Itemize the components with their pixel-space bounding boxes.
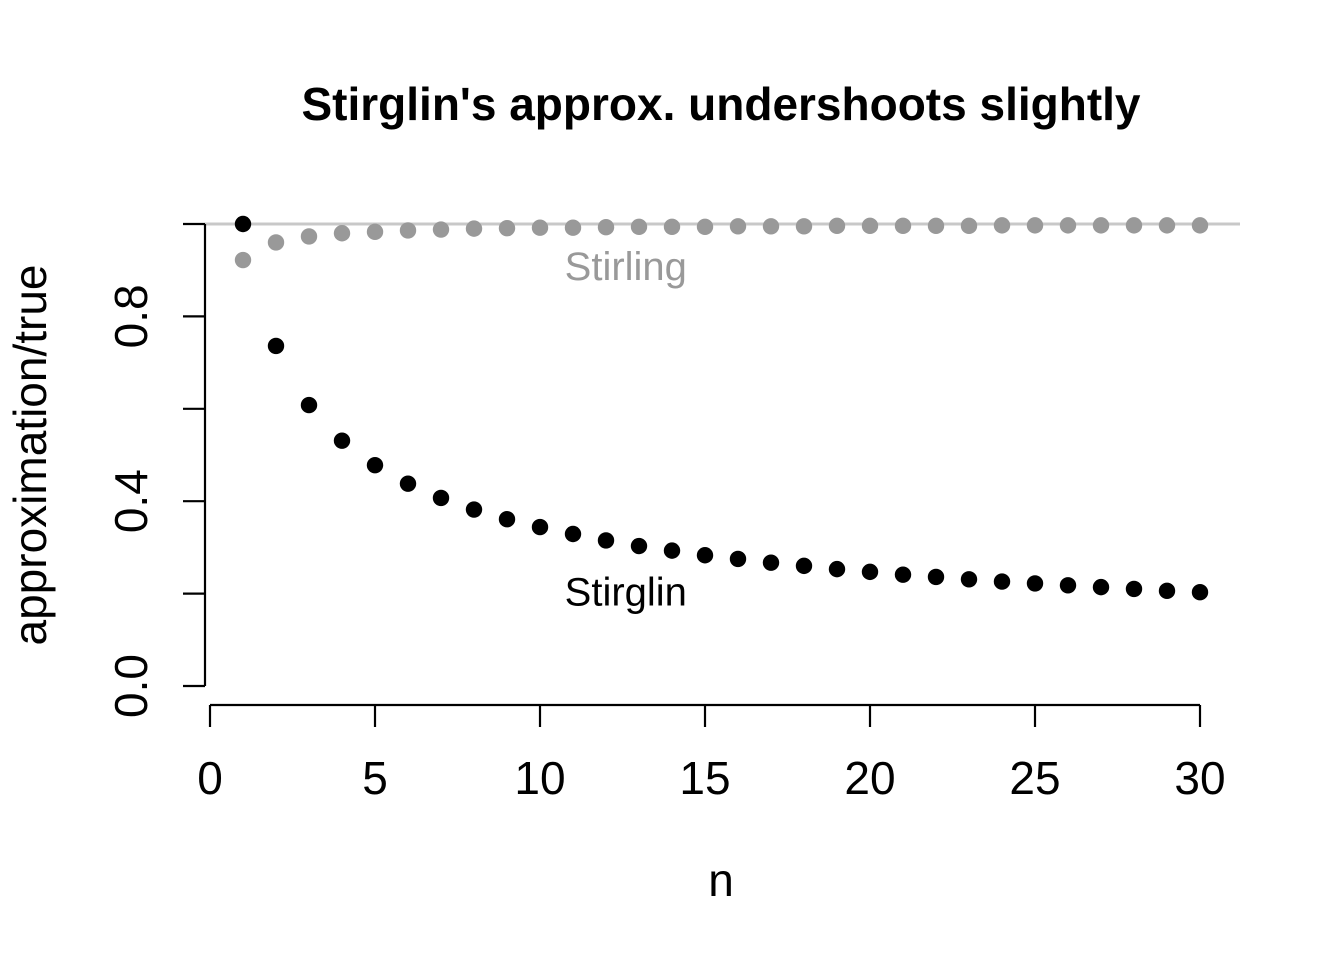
series-label: Stirling <box>565 245 687 289</box>
data-point <box>1026 217 1044 234</box>
data-point <box>729 550 747 568</box>
y-axis-ticks: 0.0 0.4 0.8 <box>105 222 205 718</box>
data-point <box>267 234 285 251</box>
y-tick-label: 0.8 <box>105 284 157 348</box>
chart-title: Stirglin's approx. undershoots slightly <box>301 78 1140 130</box>
data-point <box>1158 582 1176 600</box>
data-point <box>597 219 615 236</box>
data-point <box>663 542 681 559</box>
data-point <box>663 218 681 235</box>
series-stirling: Stirling <box>234 217 1209 289</box>
y-axis-label: approximation/true <box>4 265 56 646</box>
data-point <box>1191 217 1209 234</box>
data-point <box>564 525 582 543</box>
data-point <box>498 219 516 237</box>
data-point <box>333 432 351 449</box>
y-tick-label: 0.0 <box>105 654 157 718</box>
data-point <box>861 217 879 235</box>
data-point <box>1026 575 1044 592</box>
x-tick-label: 25 <box>1009 752 1060 804</box>
data-point <box>531 219 549 236</box>
data-point <box>795 557 813 575</box>
x-axis-label: n <box>708 854 734 906</box>
data-point <box>432 489 450 507</box>
data-point <box>399 475 417 492</box>
data-point <box>300 228 318 245</box>
data-point <box>531 518 549 536</box>
data-point <box>333 225 351 242</box>
data-point <box>960 571 978 588</box>
x-tick-label: 30 <box>1174 752 1225 804</box>
data-point <box>795 218 813 235</box>
data-point <box>1158 217 1176 234</box>
data-point <box>630 218 648 235</box>
data-point <box>894 217 912 235</box>
x-tick-label: 20 <box>844 752 895 804</box>
data-point <box>366 223 384 241</box>
data-point <box>927 568 945 586</box>
data-point <box>630 537 648 555</box>
data-point <box>993 573 1011 590</box>
x-tick-label: 10 <box>514 752 565 804</box>
data-point <box>432 221 450 238</box>
data-point <box>927 217 945 235</box>
data-point <box>1191 584 1209 601</box>
x-tick-label: 5 <box>362 752 388 804</box>
data-point <box>762 218 780 235</box>
data-point <box>729 218 747 235</box>
data-point <box>465 220 483 237</box>
series-stirglin: Stirglin <box>234 215 1209 615</box>
data-point <box>1125 580 1143 598</box>
series-label: Stirglin <box>565 571 687 615</box>
x-tick-label: 0 <box>197 752 223 804</box>
data-point <box>696 218 714 235</box>
data-point <box>1092 578 1110 596</box>
data-point <box>498 511 516 528</box>
data-point <box>960 217 978 235</box>
data-point <box>234 215 252 233</box>
data-point <box>1125 217 1143 234</box>
data-point <box>465 501 483 518</box>
data-point <box>861 563 879 581</box>
data-point <box>828 217 846 235</box>
data-point <box>399 222 417 239</box>
data-point <box>1059 577 1077 594</box>
x-axis-ticks: 0 5 10 15 20 25 30 <box>197 705 1226 804</box>
data-point <box>366 456 384 474</box>
data-point <box>564 219 582 236</box>
data-point <box>597 532 615 549</box>
data-point <box>234 251 252 269</box>
data-point <box>828 560 846 578</box>
data-point <box>696 547 714 564</box>
data-point <box>1059 217 1077 234</box>
data-point <box>762 554 780 571</box>
y-tick-label: 0.4 <box>105 469 157 533</box>
x-tick-label: 15 <box>679 752 730 804</box>
data-point <box>300 396 318 414</box>
data-point <box>1092 217 1110 234</box>
data-point <box>894 566 912 583</box>
data-point <box>267 337 285 355</box>
data-point <box>993 217 1011 234</box>
